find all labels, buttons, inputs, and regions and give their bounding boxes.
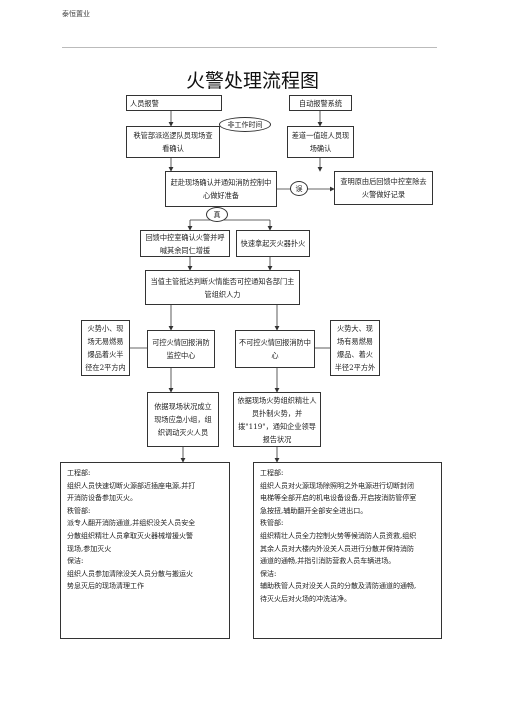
emergency-team-node: 依据现场状况成立现场应急小组，组织调动灭火人员 xyxy=(147,392,219,447)
small-fire-condition: 火势小、现场无易燃易爆品着火半径在2平方内 xyxy=(81,320,130,376)
note-line: 待灭火后对火场的冲洗洁净。 xyxy=(260,594,351,603)
note-line: 电梯等全部开启的机电设备设备,开启按消防管停室 xyxy=(260,494,417,503)
report-control-node: 回馈中控室确认火警并呼喊其余同仁增援 xyxy=(140,230,230,257)
rush-to-scene-node: 赶赴现场确认并通知消防控制中心做好准备 xyxy=(165,171,277,207)
controllable-fire-node: 可控火情回报消防监控中心 xyxy=(147,330,215,368)
call-119-node: 依据现场火势组织精壮人员扑制火势，并拨"119"，通知企业领导报告状况 xyxy=(233,392,321,447)
right-department-duties: 工程部: 组织人员对火源现场除照明之外电源进行切断封闭 电梯等全部开启的机电设备… xyxy=(253,462,442,639)
note-line: 辅助秩管人员对没关人员的分散及清防通道的通畅, xyxy=(260,582,417,591)
false-alarm-label: 误 xyxy=(290,181,308,196)
note-line: 组织人员对火源现场除照明之外电源进行切断封闭 xyxy=(260,481,414,490)
left-department-duties: 工程部: 组织人员快速切断火源部近插座电源,并打 开消防设备参加灭火。 秩管部:… xyxy=(60,462,230,639)
note-line: 秩管部: xyxy=(67,506,91,515)
note-line: 分散组织精壮人员拿取灭火器械增援火警 xyxy=(67,531,193,540)
manual-alarm-node: 人员报警 xyxy=(126,95,222,111)
large-fire-condition: 火势大、现场有易燃易爆品、着火半径2平方外 xyxy=(330,320,380,376)
non-work-time-label: 非工作时间 xyxy=(219,117,271,132)
extinguisher-node: 快速拿起灭火器扑火 xyxy=(236,230,310,257)
page-title: 火警处理流程图 xyxy=(185,70,319,92)
company-header: 泰恒置业 xyxy=(62,10,90,18)
false-alarm-action-node: 查明原由后回馈中控室除去火警做好记录 xyxy=(334,171,433,205)
note-line: 保洁: xyxy=(67,557,84,566)
note-line: 开消防设备参加灭火。 xyxy=(67,494,137,503)
note-line: 其余人员对大楼内外没关人员进行分散并保持消防 xyxy=(260,544,414,553)
patrol-confirm-node: 秩管部派巡逻队员现场查看确认 xyxy=(126,126,220,158)
note-line: 势息灭后的现场清理工作 xyxy=(67,582,144,591)
supervisor-node: 当值主管抵达判断火情能否可控通知各部门主管组织人力 xyxy=(145,270,300,305)
note-line: 急按扭,辅助翻开全部安全进出口。 xyxy=(260,506,368,515)
auto-alarm-node: 自动报警系统 xyxy=(289,95,352,111)
duty-staff-node: 差道一值班人员现场确认 xyxy=(287,126,354,158)
note-line: 工程部: xyxy=(67,469,91,477)
note-line: 组织人员快速切断火源部近插座电源,并打 xyxy=(67,481,196,490)
note-line: 通道的通畅,并指引消防营救人员车辆进场。 xyxy=(260,557,396,566)
note-line: 现场,参加灭火 xyxy=(67,544,112,553)
true-alarm-label: 真 xyxy=(206,207,228,222)
note-line: 派专人翻开消防通道,并组织没关人员安全 xyxy=(67,519,196,528)
uncontrollable-fire-node: 不可控火情回报消防中心 xyxy=(235,330,315,368)
note-line: 组织人员参加清除没关人员分散与搬运火 xyxy=(67,569,193,578)
header-divider xyxy=(62,47,437,48)
note-line: 保洁: xyxy=(260,569,277,578)
note-line: 组织精壮人员全力控制火势等候消防人员资救,组织 xyxy=(260,531,417,540)
note-line: 工程部: xyxy=(260,469,284,477)
note-line: 秩管部: xyxy=(260,519,284,528)
